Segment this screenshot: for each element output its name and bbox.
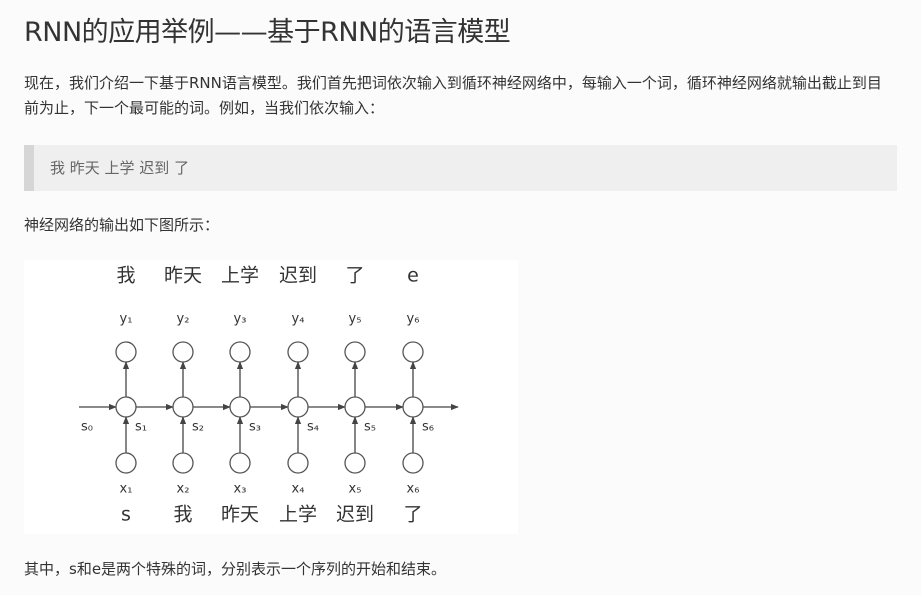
input-node bbox=[344, 452, 366, 474]
output-label: y₆ bbox=[407, 312, 420, 327]
state-label: s₀ bbox=[81, 420, 93, 435]
input-node bbox=[287, 452, 309, 474]
state-label: s₆ bbox=[422, 420, 434, 435]
input-label: x₄ bbox=[292, 482, 305, 497]
input-word: 昨天 bbox=[221, 504, 259, 526]
output-label: y₄ bbox=[292, 312, 305, 327]
input-node bbox=[172, 452, 194, 474]
input-node bbox=[402, 452, 424, 474]
intro-paragraph: 现在，我们介绍一下基于RNN语言模型。我们首先把词依次输入到循环神经网络中，每输… bbox=[24, 74, 882, 117]
output-word: 我 bbox=[116, 265, 135, 287]
hidden-node bbox=[172, 396, 194, 418]
input-word: 我 bbox=[173, 504, 192, 526]
hidden-node bbox=[287, 396, 309, 418]
figure-caption: 神经网络的输出如下图所示： bbox=[24, 216, 220, 234]
hidden-node bbox=[344, 396, 366, 418]
input-node bbox=[229, 452, 251, 474]
example-blockquote: 我 昨天 上学 迟到 了 bbox=[24, 145, 897, 191]
output-label: y₂ bbox=[177, 312, 190, 327]
output-word: 了 bbox=[345, 265, 364, 287]
output-node bbox=[229, 341, 251, 363]
input-word: 了 bbox=[403, 504, 422, 526]
page-title: RNN的应用举例——基于RNN的语言模型 bbox=[24, 17, 511, 48]
input-label: x₁ bbox=[120, 482, 133, 497]
input-label: x₃ bbox=[234, 482, 247, 497]
output-word: 昨天 bbox=[164, 265, 202, 287]
output-node bbox=[287, 341, 309, 363]
hidden-node bbox=[229, 396, 251, 418]
input-label: x₂ bbox=[177, 482, 190, 497]
output-label: y₅ bbox=[349, 312, 362, 327]
input-label: x₅ bbox=[349, 482, 362, 497]
hidden-node bbox=[115, 396, 137, 418]
input-word: 上学 bbox=[279, 504, 317, 526]
example-sentence: 我 昨天 上学 迟到 了 bbox=[50, 159, 190, 177]
output-node bbox=[115, 341, 137, 363]
output-node bbox=[402, 341, 424, 363]
state-label: s₁ bbox=[135, 420, 147, 435]
input-word: s bbox=[121, 504, 131, 526]
output-word: 上学 bbox=[221, 265, 259, 287]
output-word: 迟到 bbox=[279, 265, 317, 287]
state-label: s₂ bbox=[192, 420, 204, 435]
state-label: s₅ bbox=[364, 420, 376, 435]
output-word: e bbox=[407, 265, 419, 287]
output-label: y₃ bbox=[234, 312, 247, 327]
input-node bbox=[115, 452, 137, 474]
output-node bbox=[344, 341, 366, 363]
hidden-node bbox=[402, 396, 424, 418]
state-label: s₄ bbox=[307, 420, 319, 435]
output-node bbox=[172, 341, 194, 363]
input-word: 迟到 bbox=[336, 504, 374, 526]
output-label: y₁ bbox=[120, 312, 133, 327]
state-label: s₃ bbox=[249, 420, 261, 435]
conclusion-paragraph: 其中，s和e是两个特殊的词，分别表示一个序列的开始和结束。 bbox=[24, 560, 447, 578]
input-label: x₆ bbox=[407, 482, 420, 497]
